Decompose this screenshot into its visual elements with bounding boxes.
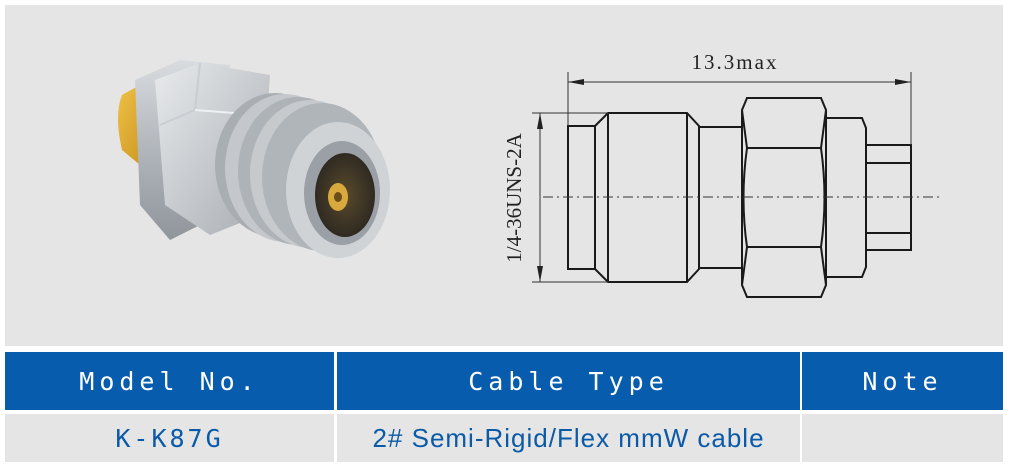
header-cable-type: Cable Type xyxy=(337,352,800,410)
cell-cable-type: 2# Semi-Rigid/Flex mmW cable xyxy=(337,414,800,462)
cell-model-no: K-K87G xyxy=(5,414,334,462)
header-model-no: Model No. xyxy=(5,352,334,410)
technical-drawing xyxy=(532,72,940,298)
thread-dimension-label: 1/4-36UNS-2A xyxy=(501,133,526,263)
length-dimension-label: 13.3max xyxy=(691,49,779,74)
header-note: Note xyxy=(802,352,1003,410)
connector-photo xyxy=(118,60,390,258)
cell-note xyxy=(802,414,1003,462)
